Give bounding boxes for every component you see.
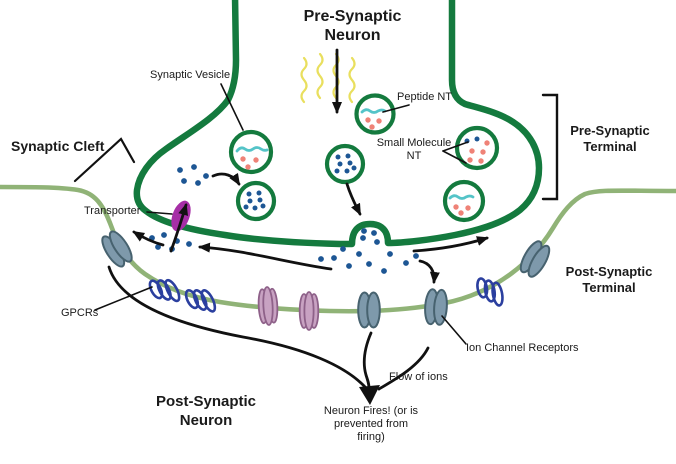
ion-flow-arrowhead <box>359 385 380 405</box>
synaptic-vesicle-pointer <box>220 83 244 131</box>
small-molecule-pointer-lower <box>442 150 467 164</box>
peptide-nt-squiggles <box>235 108 475 200</box>
synaptic-cleft-caret <box>73 137 136 183</box>
peptide-nt-label: Peptide NT <box>397 91 453 103</box>
transporter-pointer <box>146 211 173 215</box>
vesicle-small-molecule-1 <box>235 180 277 222</box>
small-molecule-nt-label: Small Molecule NT <box>376 137 452 162</box>
diffusion-left-arrow <box>198 242 333 271</box>
bind-right-channel-arrow <box>418 259 440 284</box>
vesicle-peptide-2 <box>354 93 396 135</box>
ion-flow-right-curve <box>377 346 430 391</box>
ion-channel-receptors-pointer <box>441 315 467 345</box>
receptor-icon <box>256 285 280 327</box>
pre-synaptic-neuron-title: Pre-Synaptic Neuron <box>303 8 402 44</box>
postsynaptic-membrane <box>0 184 676 314</box>
peptide-nt-pointer <box>382 104 410 113</box>
ion-channel-icon <box>357 291 381 329</box>
gpcrs-label: GPCRs <box>61 307 99 319</box>
pointer-lines <box>73 83 559 345</box>
ion-channel-icon <box>515 237 555 281</box>
gpcr-icon <box>181 284 220 318</box>
reuptake-arrow <box>169 203 188 253</box>
ion-flow-center-curve <box>362 331 373 390</box>
receptor-icon <box>298 291 320 331</box>
gpcr-icon <box>145 273 184 309</box>
vesicle-mixed <box>454 125 500 171</box>
post-synaptic-neuron-title: Post-Synaptic Neuron <box>155 393 257 429</box>
gpcrs-pointer <box>94 286 153 311</box>
presynaptic-membrane <box>133 0 543 248</box>
action-potential-squiggles <box>300 52 356 104</box>
pre-synaptic-terminal-bracket <box>541 93 559 201</box>
refill-vesicle-arrow <box>211 172 241 186</box>
vesicle-peptide-3 <box>442 179 486 223</box>
synaptic-cleft-label: Synaptic Cleft <box>11 138 105 154</box>
small-molecule-pointer-upper <box>442 141 469 152</box>
ion-channel-receptors-label: Ion Channel Receptors <box>466 342 579 354</box>
synaptic-vesicles <box>228 93 500 223</box>
post-synaptic-terminal-label: Post-Synaptic Terminal <box>565 264 653 295</box>
vesicle-to-membrane-arrow <box>345 182 362 216</box>
small-molecule-nt-dots <box>149 136 480 274</box>
ion-flow-left-curve <box>107 265 368 390</box>
pre-synaptic-terminal-label: Pre-Synaptic Terminal <box>570 123 650 154</box>
neuron-fires-label: Neuron Fires! (or is prevented from firi… <box>323 405 419 443</box>
bind-left-channel-arrow <box>132 230 165 247</box>
diffusion-right-arrow <box>412 236 489 253</box>
peptide-nt-dots <box>240 117 490 216</box>
synaptic-vesicle-label: Synaptic Vesicle <box>150 69 231 81</box>
vesicle-peptide-1 <box>228 129 274 175</box>
vesicle-small-molecule-2 <box>324 143 366 185</box>
flow-of-ions-label: Flow of ions <box>389 371 448 383</box>
transporter-label: Transporter <box>84 205 141 217</box>
flow-arrows <box>107 48 489 405</box>
